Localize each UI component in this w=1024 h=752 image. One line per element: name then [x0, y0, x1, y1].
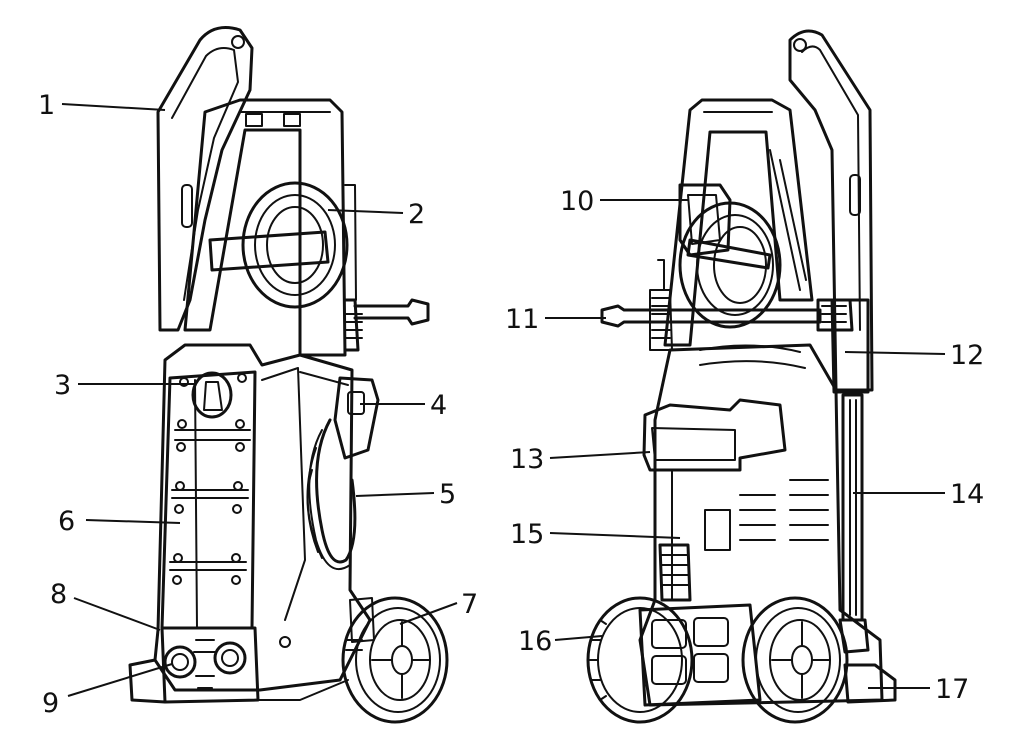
- leader-lines: [61, 103, 946, 697]
- callout-1: 1: [38, 90, 55, 121]
- callout-6: 6: [58, 506, 75, 537]
- callout-16: 16: [518, 626, 552, 657]
- leader-6: [85, 519, 181, 524]
- leader-13: [549, 451, 651, 459]
- leader-9: [67, 663, 173, 697]
- callout-15: 15: [510, 519, 544, 550]
- callout-9: 9: [42, 688, 59, 719]
- callout-17: 17: [935, 674, 969, 705]
- callout-14: 14: [950, 479, 984, 510]
- callout-5: 5: [439, 479, 456, 510]
- callout-12: 12: [950, 340, 984, 371]
- leader-7: [399, 602, 458, 625]
- callout-13: 13: [510, 444, 544, 475]
- callout-10: 10: [560, 186, 594, 217]
- callout-4: 4: [430, 390, 447, 421]
- callout-2: 2: [408, 199, 425, 230]
- callout-labels: 1 2 3 4 5 6 7 8 9 10 11 12 13 14 15 16 1…: [38, 90, 984, 719]
- leader-5: [355, 492, 435, 497]
- leader-12: [844, 351, 946, 355]
- leader-2: [327, 209, 404, 214]
- washer-rear-view: [586, 29, 897, 724]
- callout-8: 8: [50, 579, 67, 610]
- leader-1: [61, 103, 166, 111]
- leader-8: [73, 597, 161, 631]
- callout-3: 3: [54, 370, 71, 401]
- leader-15: [549, 532, 681, 539]
- leader-16: [554, 635, 603, 641]
- callout-11: 11: [505, 304, 539, 335]
- washer-front-view: [128, 26, 449, 724]
- callout-7: 7: [461, 589, 478, 620]
